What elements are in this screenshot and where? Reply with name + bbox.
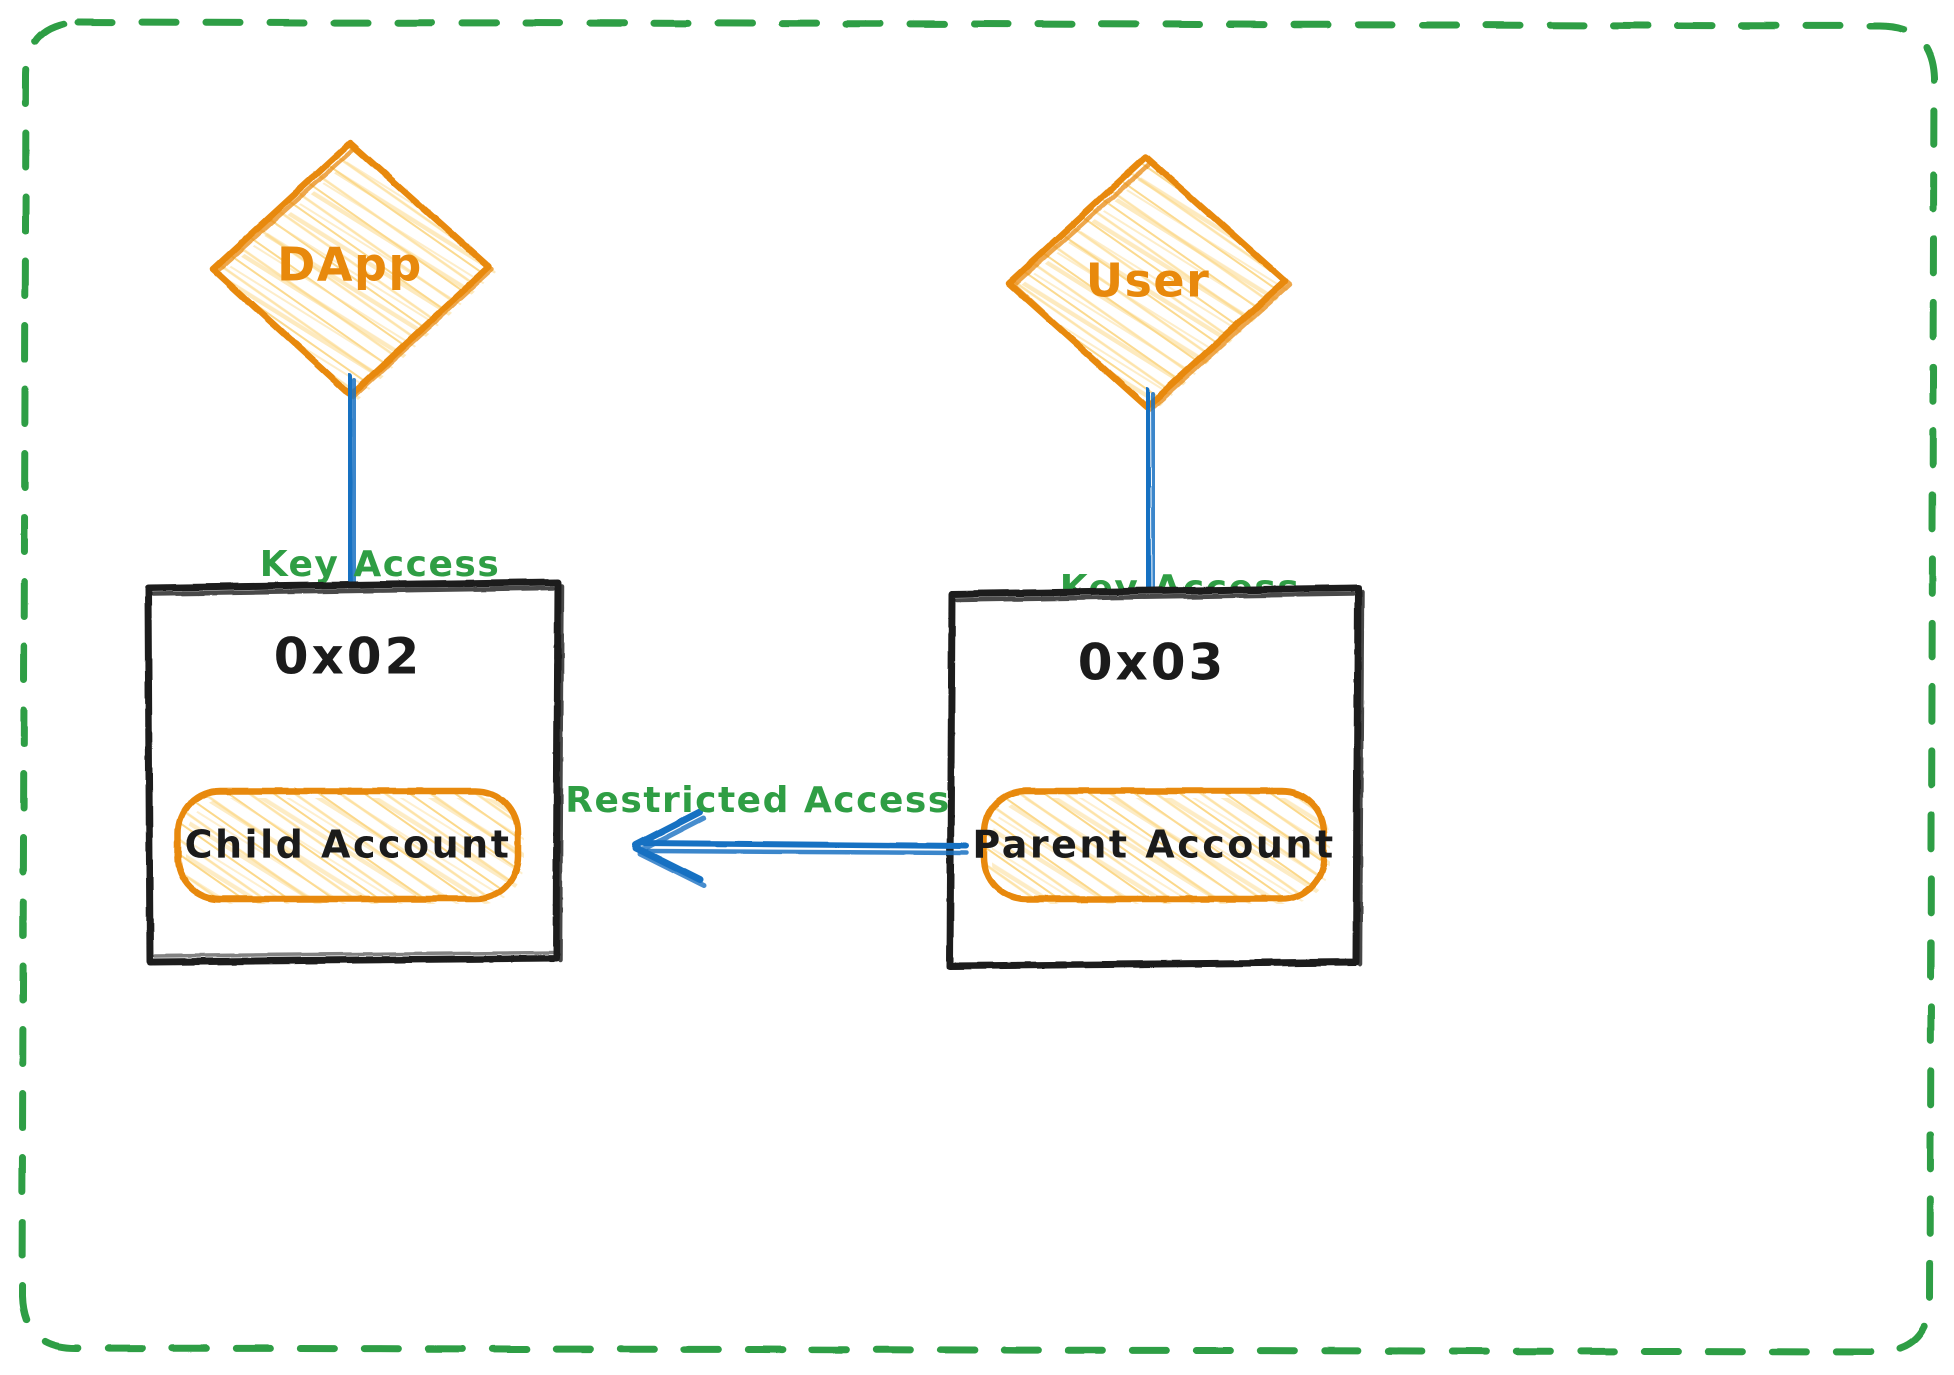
node-user-label: User (1086, 254, 1211, 308)
account-box-0x03[interactable]: 0x03 (946, 584, 1365, 970)
dashed-boundary (18, 18, 1938, 1356)
pill-child-account[interactable]: Child Account (174, 787, 524, 904)
edge-restricted-access[interactable] (632, 808, 969, 889)
account-box-0x02-title: 0x02 (274, 628, 423, 686)
pill-child-account-label: Child Account (185, 823, 512, 867)
pill-parent-account[interactable]: Parent Account (972, 787, 1335, 904)
edge-user-to-parent-account[interactable] (1144, 387, 1156, 595)
node-dapp-label: DApp (277, 238, 423, 292)
node-dapp[interactable]: DApp (209, 139, 496, 400)
edge-label-key-access-dapp: Key Access (260, 544, 501, 585)
account-box-0x02[interactable]: 0x02 (144, 578, 565, 966)
node-user[interactable]: User (1005, 153, 1293, 413)
edge-label-restricted-access-text: Restricted Access (565, 780, 950, 821)
edge-dapp-to-child-account[interactable] (346, 373, 357, 589)
account-box-0x03-title: 0x03 (1078, 634, 1227, 692)
pill-parent-account-label: Parent Account (972, 823, 1335, 867)
